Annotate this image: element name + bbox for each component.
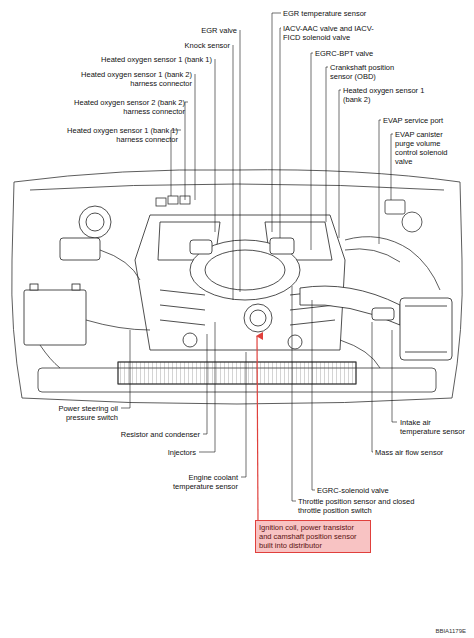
engine-bay-part [12, 182, 22, 398]
hoses-part [40, 345, 60, 368]
engine-block-part [270, 238, 294, 254]
leader-lines-part [392, 330, 397, 422]
battery [24, 284, 86, 345]
part-label: Resistor and condenser [104, 430, 200, 439]
part-label: Engine coolant temperature sensor [148, 473, 238, 491]
part-label: Heated oxygen sensor 2 (bank 2) harness … [59, 98, 185, 116]
hoses-part [345, 237, 440, 290]
part-label: EGRC-solenoid valve [317, 486, 417, 495]
engine-block-part [244, 304, 272, 332]
engine-bay-part [118, 362, 356, 384]
engine-bay-part [118, 362, 356, 384]
leader-lines-part [233, 45, 234, 300]
intake-duct-part [300, 286, 400, 325]
part-label: EGRC-BPT valve [315, 49, 395, 58]
engine-bay-part [14, 170, 460, 182]
part-label: EVAP canister purge volume control solen… [395, 130, 459, 166]
part-label: EVAP service port [383, 116, 463, 125]
leader-lines-part [272, 13, 281, 232]
intake-duct [300, 286, 452, 360]
battery-part [30, 284, 38, 290]
engine-block-part [250, 310, 266, 326]
engine-block-part [190, 240, 212, 254]
callout-leader [257, 336, 258, 520]
intake-duct-part [405, 306, 447, 352]
engine-bay-part [22, 398, 452, 404]
leader-lines-part [391, 134, 393, 200]
engine-block-part [265, 222, 332, 260]
figure-code: BBIA1179E [406, 628, 466, 635]
battery-part [72, 284, 80, 290]
leader-lines-part [121, 330, 130, 408]
part-label: Intake air temperature sensor [400, 418, 472, 436]
part-label: Knock sensor [170, 41, 230, 50]
part-label: Heated oxygen sensor 1 (bank 1) harness … [52, 126, 178, 144]
master-cylinder-part [86, 213, 104, 231]
leader-lines-part [215, 59, 216, 232]
battery-part [24, 290, 86, 345]
leader-lines-part [240, 30, 241, 292]
leader-lines-part [195, 74, 196, 200]
hoses-part [168, 196, 178, 204]
leader-lines-part [379, 120, 381, 244]
engine-bay-part [30, 184, 444, 190]
leader-lines-part [241, 352, 246, 477]
master-cylinder-part [79, 206, 111, 238]
engine-block-part [160, 290, 205, 325]
leader-lines-part [199, 322, 215, 452]
hoses-part [86, 320, 150, 330]
intake-duct-part [400, 298, 452, 360]
part-label: EGR temperature sensor [283, 9, 393, 18]
part-label: Heated oxygen sensor 1 (bank 1) [82, 55, 212, 64]
engine-bay-part [452, 182, 462, 398]
callout-text: Ignition coil, power transistor and cams… [259, 523, 367, 550]
leader-lines-part [280, 28, 281, 238]
leader-lines-part [185, 102, 188, 200]
leader-lines-part [372, 322, 373, 452]
part-label: Mass air flow sensor [375, 448, 465, 457]
engine-block-part [205, 250, 285, 290]
hoses-part [100, 250, 140, 280]
part-label: Crankshaft position sensor (OBD) [330, 63, 412, 81]
intake-duct-part [372, 308, 394, 320]
engine-bay [12, 170, 463, 404]
leader-lines-part [203, 334, 207, 434]
hoses-part [402, 212, 422, 232]
hoses-part [385, 200, 405, 214]
master-cylinder-part [60, 238, 100, 260]
leader-lines-part [311, 53, 313, 250]
part-label: Power steering oil pressure switch [36, 404, 118, 422]
part-label: Injectors [136, 448, 196, 457]
leader-lines-part [312, 300, 315, 490]
leader-lines-part [292, 286, 296, 501]
hoses-part [340, 340, 380, 368]
part-label: Heated oxygen sensor 1 (bank 2) [343, 86, 429, 104]
leader-lines-part [339, 90, 341, 238]
part-label: EGR valve [177, 26, 237, 35]
hoses-part [156, 198, 166, 206]
master-cylinder [60, 206, 111, 260]
part-label: Heated oxygen sensor 1 (bank 2) harness … [66, 70, 192, 88]
highlight-callout-box: Ignition coil, power transistor and cams… [255, 520, 371, 553]
hoses-part [345, 249, 400, 262]
part-label: IACV-AAC valve and IACV-FICD solenoid va… [283, 24, 379, 42]
leader-lines-part [326, 67, 328, 222]
part-label: Throttle position sensor and closed thro… [298, 497, 426, 515]
engine-block-part [288, 335, 302, 349]
engine-block-part [183, 333, 197, 347]
